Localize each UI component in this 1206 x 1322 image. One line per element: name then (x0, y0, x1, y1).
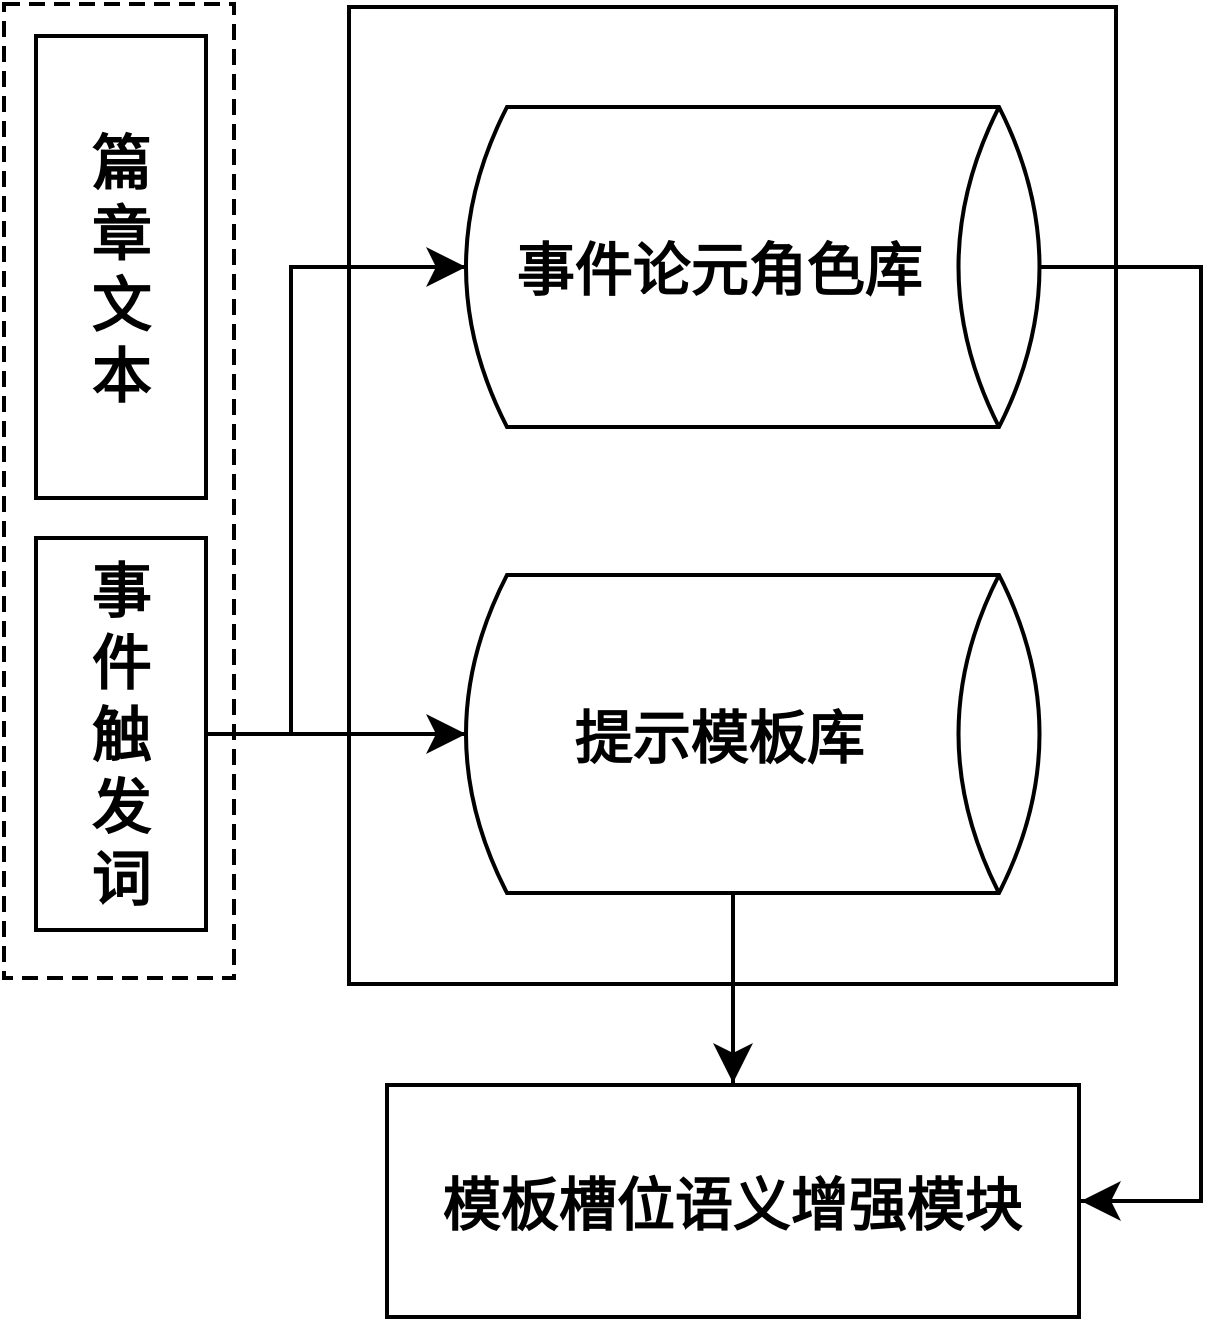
arrow-argument-to-module (1040, 265, 1203, 1221)
event-trigger-char: 事 (92, 557, 152, 627)
event-trigger-char: 触 (92, 701, 152, 771)
arrow-to-argument-role-library (289, 247, 466, 734)
event-trigger-char: 件 (92, 629, 152, 699)
event-trigger-char: 发 (92, 773, 152, 843)
document-text-char: 文 (92, 271, 152, 341)
document-text-box (34, 34, 208, 500)
slot-semantic-enhancement-label: 模板槽位语义增强模块 (443, 1171, 1023, 1239)
document-text-char: 章 (92, 200, 152, 270)
document-text-char: 篇 (92, 129, 152, 199)
argument-role-library-label: 事件论元角色库 (517, 236, 923, 304)
document-text-label: 篇 章 文 本 (92, 129, 152, 412)
argument-role-library-cylinder (464, 105, 1042, 429)
prompt-template-library-cylinder (464, 573, 1042, 895)
input-group-dashed-frame (2, 2, 236, 980)
event-trigger-char: 词 (92, 845, 152, 915)
event-trigger-label: 事 件 触 发 词 (92, 557, 152, 915)
prompt-template-library-label: 提示模板库 (575, 704, 865, 772)
document-text-char: 本 (92, 342, 152, 412)
slot-semantic-enhancement-module (385, 1083, 1081, 1319)
